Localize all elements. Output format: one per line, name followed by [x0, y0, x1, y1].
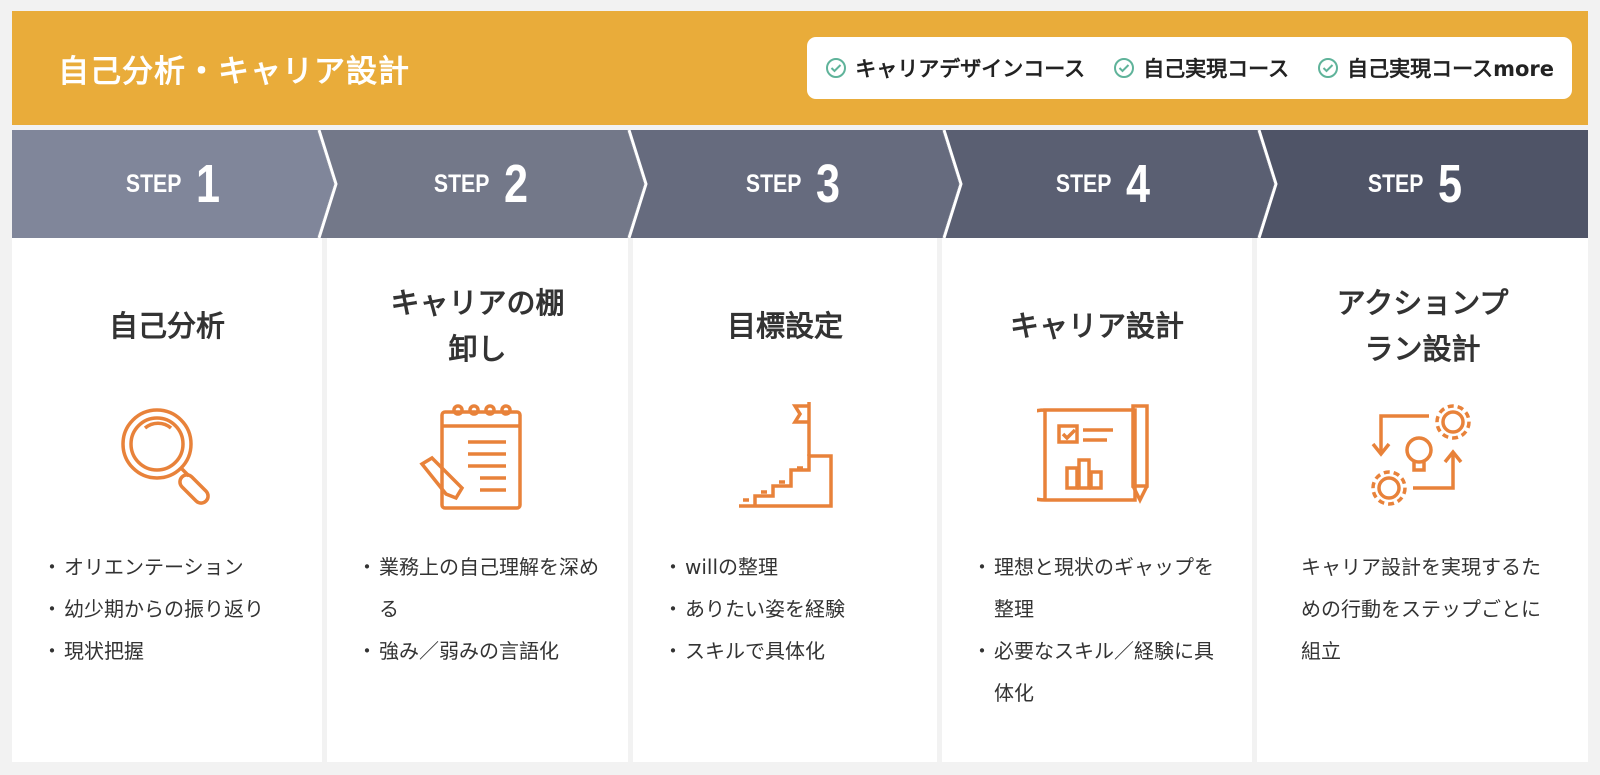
step-items: 業務上の自己理解を深める 強み／弱みの言語化: [357, 546, 617, 672]
header-banner: 自己分析・キャリア設計 キャリアデザインコース 自己実現コース 自己実現コースm…: [12, 11, 1588, 125]
step-bg-4: [942, 130, 1274, 238]
course-tag[interactable]: 自己実現コースmore: [1317, 53, 1554, 83]
page-title: 自己分析・キャリア設計: [58, 53, 410, 90]
check-circle-icon: [826, 58, 847, 78]
step-item: オリエンテーション: [42, 546, 302, 588]
step-items: オリエンテーション 幼少期からの振り返り 現状把握: [42, 546, 302, 672]
notepad-icon: [418, 404, 522, 510]
step-bg-5: [1257, 130, 1588, 238]
step-number: 3: [815, 154, 840, 214]
step-items: willの整理 ありたい姿を経験 スキルで具体化: [663, 546, 923, 672]
step-item: 強み／弱みの言語化: [357, 630, 617, 672]
blueprint-icon: [1037, 404, 1149, 504]
course-list: キャリアデザインコース 自己実現コース 自己実現コースmore: [807, 37, 1572, 99]
step-title-text: アクションプラン設計: [1336, 286, 1509, 366]
step-items: 理想と現状のギャップを整理 必要なスキル／経験に具体化: [972, 546, 1232, 714]
step-card-2: キャリアの棚卸し 業務上の自己理解を深める 強み／弱みの言語化: [327, 238, 628, 762]
magnifier-icon: [121, 408, 210, 505]
step-item: 理想と現状のギャップを整理: [972, 546, 1232, 630]
step-label-2: STEP 2: [330, 130, 630, 238]
step-description: キャリア設計を実現するための行動をステップごとに組立: [1301, 555, 1541, 663]
check-circle-icon: [1114, 58, 1135, 78]
step-title: 自己分析: [108, 309, 225, 343]
step-label-5: STEP 5: [1264, 130, 1564, 238]
step-bg-1: [12, 130, 334, 238]
step-card-5: アクションプラン設計 キャリア設計を実現するための行動をステップごとに組立: [1257, 238, 1588, 762]
step-item: ありたい姿を経験: [663, 588, 923, 630]
course-label: 自己実現コース: [1143, 57, 1290, 81]
step-item: 業務上の自己理解を深める: [357, 546, 617, 630]
step-item: willの整理: [663, 546, 923, 588]
step-title: キャリア設計: [1009, 309, 1184, 343]
step-label-3: STEP 3: [642, 130, 942, 238]
check-circle-icon: [1318, 58, 1339, 78]
step-word: STEP: [1056, 169, 1112, 198]
step-title: 目標設定: [726, 309, 843, 343]
step-item: スキルで具体化: [663, 630, 923, 672]
action-plan-icon: [1370, 404, 1471, 506]
step-card-1: 自己分析 オリエンテーション 幼少期からの振り返り 現状把握: [12, 238, 322, 762]
step-number: 1: [195, 154, 220, 214]
step-word: STEP: [126, 169, 182, 198]
step-card-4: キャリア設計 理想と現状のギャップを整理 必要なスキル／経験に具体化: [942, 238, 1252, 762]
step-title: キャリアの棚卸し: [327, 280, 628, 372]
step-bar: STEP 1 STEP 2 STEP 3 STEP 4 STEP 5: [12, 130, 1588, 238]
step-label-1: STEP 1: [22, 130, 322, 238]
course-tag[interactable]: 自己実現コース: [1113, 53, 1289, 83]
course-label: キャリアデザインコース: [855, 57, 1086, 81]
step-word: STEP: [434, 169, 490, 198]
step-number: 5: [1437, 154, 1462, 214]
step-title: アクションプラン設計: [1257, 280, 1588, 372]
course-label: 自己実現コースmore: [1347, 57, 1554, 81]
step-card-3: 目標設定 willの整理 ありたい姿を経験 スキルで具体化: [633, 238, 937, 762]
step-item: 現状把握: [42, 630, 302, 672]
step-item: 幼少期からの振り返り: [42, 588, 302, 630]
step-title-text: キャリアの棚卸し: [390, 286, 565, 366]
course-tag[interactable]: キャリアデザインコース: [825, 53, 1085, 83]
step-number: 2: [503, 154, 528, 214]
step-label-4: STEP 4: [952, 130, 1252, 238]
step-bg-2: [317, 130, 644, 238]
step-word: STEP: [1368, 169, 1424, 198]
step-arrows: [12, 130, 1588, 238]
step-item: 必要なスキル／経験に具体化: [972, 630, 1232, 714]
step-number: 4: [1125, 154, 1150, 214]
step-bg-3: [627, 130, 959, 238]
step-word: STEP: [746, 169, 802, 198]
stairs-flag-icon: [739, 402, 833, 508]
